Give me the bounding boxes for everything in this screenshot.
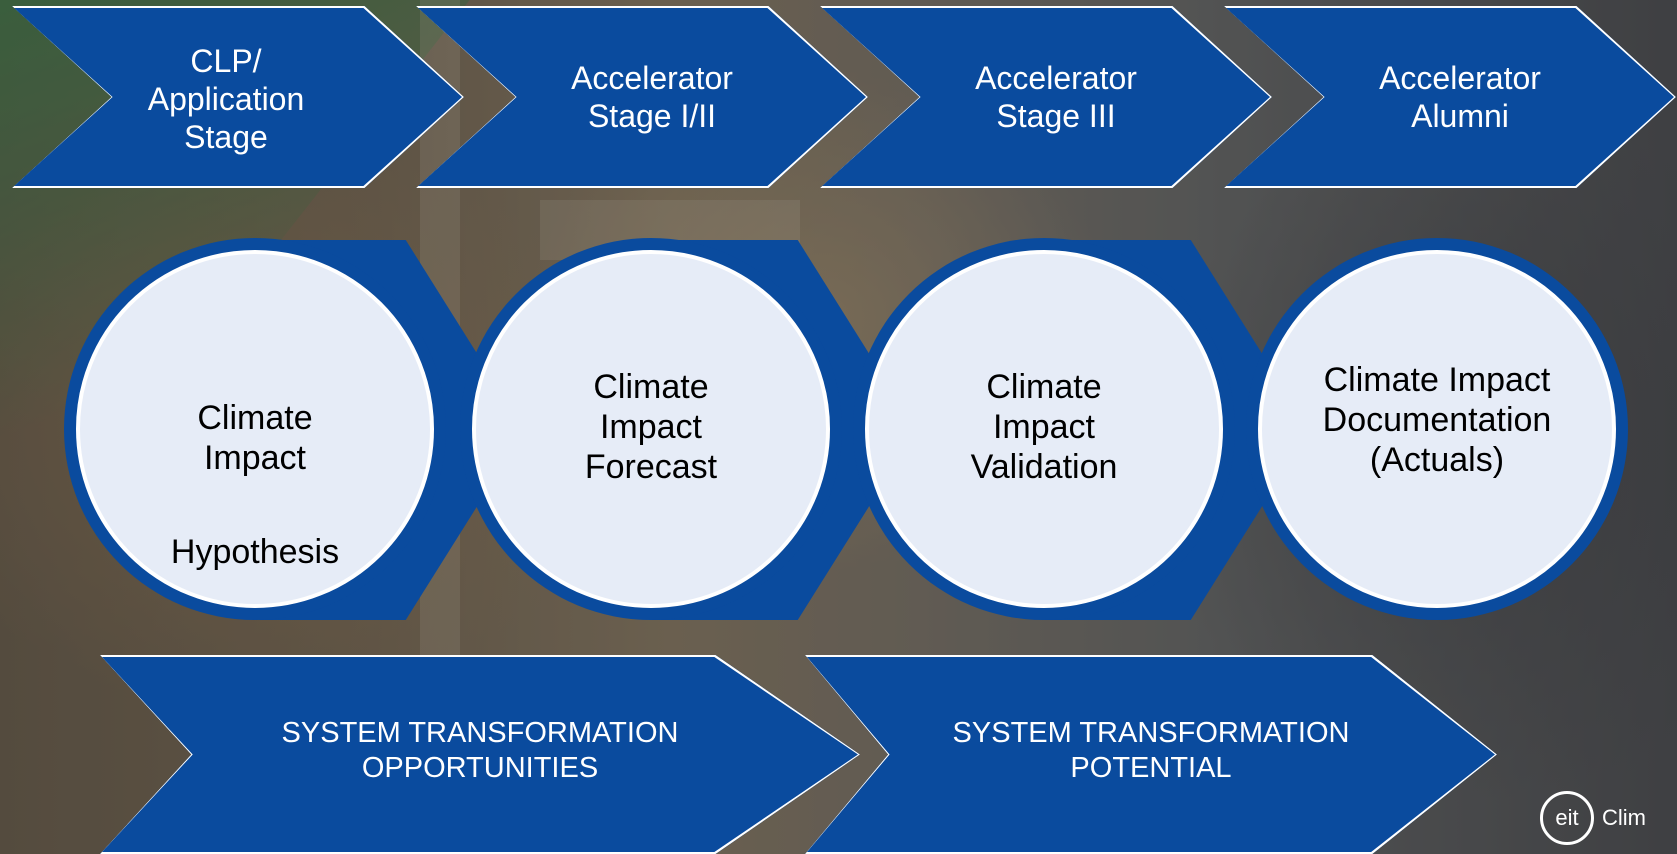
impact-circle-label: Climate Impact Validation bbox=[970, 368, 1118, 486]
impact-circle-face bbox=[1258, 250, 1616, 608]
impact-circle-face bbox=[472, 250, 830, 608]
eit-logo: eit Clim bbox=[1540, 788, 1646, 848]
system-arrow-opportunities: SYSTEM TRANSFORMATION OPPORTUNITIES bbox=[100, 655, 860, 854]
arrow-fill bbox=[102, 657, 858, 852]
stage-label: Accelerator Alumni bbox=[1379, 60, 1541, 134]
system-arrow-potential: SYSTEM TRANSFORMATION POTENTIAL bbox=[805, 655, 1497, 854]
eit-logo-text: Clim bbox=[1602, 805, 1646, 830]
impact-circle-label: Climate Impact Hypothesis bbox=[76, 358, 434, 612]
system-arrow-label: SYSTEM TRANSFORMATION POTENTIAL bbox=[952, 716, 1350, 784]
impact-circle-face bbox=[865, 250, 1223, 608]
stage-label: CLP/ Application Stage bbox=[147, 43, 305, 155]
stage-label: Accelerator Stage III bbox=[975, 60, 1137, 134]
impact-label-line1: Climate Impact bbox=[197, 399, 313, 477]
arrow-fill bbox=[807, 657, 1495, 852]
eit-logo-mark: eit bbox=[1540, 791, 1594, 845]
impact-circle-label: Climate Impact Documentation (Actuals) bbox=[1322, 361, 1552, 479]
system-arrow-label: SYSTEM TRANSFORMATION OPPORTUNITIES bbox=[281, 716, 679, 784]
impact-label-line2: Hypothesis bbox=[170, 533, 340, 571]
impact-circle-label: Climate Impact Forecast bbox=[584, 368, 718, 486]
impact-circle-face bbox=[76, 250, 434, 608]
stage-label: Accelerator Stage I/II bbox=[571, 60, 733, 134]
